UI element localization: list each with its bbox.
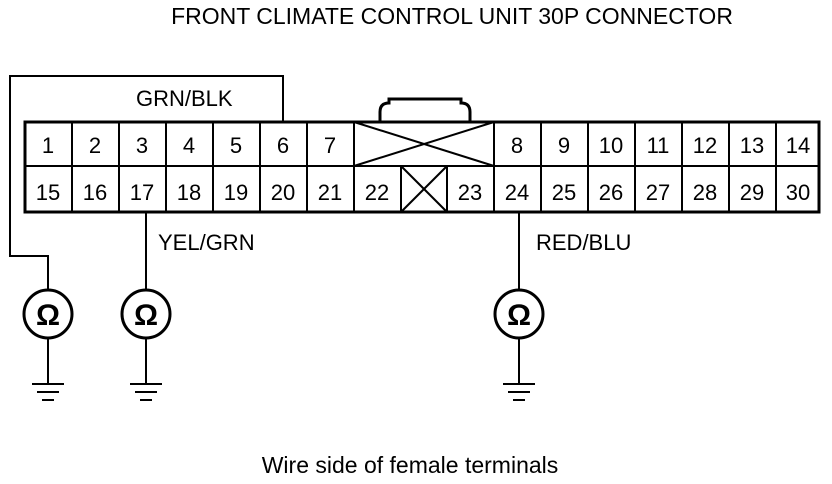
ohm-symbol: Ω (36, 299, 60, 332)
terminal-30: 30 (786, 180, 810, 205)
connector-lock-tab (378, 97, 472, 122)
ground-icon (32, 338, 64, 401)
terminal-9: 9 (558, 133, 570, 158)
terminal-19: 19 (224, 180, 248, 205)
ohm-symbol: Ω (134, 299, 158, 332)
wire-label-grn-blk: GRN/BLK (136, 86, 233, 111)
terminal-21: 21 (318, 180, 342, 205)
wire-label-yel-grn: YEL/GRN (158, 230, 255, 255)
terminal-18: 18 (177, 180, 201, 205)
terminal-10: 10 (599, 133, 623, 158)
ground-icon (503, 338, 535, 401)
terminal-3: 3 (136, 133, 148, 158)
terminal-row-bottom-right: 23 24 25 26 27 28 29 30 (458, 180, 810, 205)
terminal-5: 5 (230, 133, 242, 158)
terminal-7: 7 (324, 133, 336, 158)
terminal-13: 13 (740, 133, 764, 158)
ground-icon (130, 338, 162, 401)
terminal-25: 25 (552, 180, 576, 205)
terminal-23: 23 (458, 180, 482, 205)
terminal-15: 15 (36, 180, 60, 205)
terminal-row-bottom-left: 15 16 17 18 19 20 21 22 (36, 180, 389, 205)
terminal-14: 14 (786, 133, 810, 158)
terminal-27: 27 (646, 180, 670, 205)
terminal-row-top-left: 1 2 3 4 5 6 7 (42, 133, 336, 158)
terminal-28: 28 (693, 180, 717, 205)
terminal-8: 8 (511, 133, 523, 158)
terminal-17: 17 (130, 180, 154, 205)
terminal-22: 22 (365, 180, 389, 205)
terminal-row-top-right: 8 9 10 11 12 13 14 (511, 133, 810, 158)
terminal-12: 12 (693, 133, 717, 158)
wire-label-red-blu: RED/BLU (536, 230, 631, 255)
ohmmeter-icon: Ω (493, 288, 545, 340)
wire-grn-blk (9, 75, 284, 290)
terminal-11: 11 (647, 133, 670, 158)
bottom-row-dividers (71, 166, 777, 212)
terminal-1: 1 (42, 133, 54, 158)
ohm-symbol: Ω (507, 299, 531, 332)
blocked-cavity-bottom (400, 165, 448, 213)
terminal-6: 6 (277, 133, 289, 158)
terminal-4: 4 (183, 133, 195, 158)
terminal-20: 20 (271, 180, 295, 205)
blocked-cavity-top (353, 121, 495, 167)
diagram-caption: Wire side of female terminals (262, 452, 559, 478)
diagram-title: FRONT CLIMATE CONTROL UNIT 30P CONNECTOR (171, 3, 733, 29)
ohmmeter-icon: Ω (120, 288, 172, 340)
terminal-2: 2 (89, 133, 101, 158)
terminal-26: 26 (599, 180, 623, 205)
terminal-29: 29 (740, 180, 764, 205)
top-row-dividers (71, 122, 777, 166)
ohmmeter-icon: Ω (22, 288, 74, 340)
terminal-16: 16 (83, 180, 107, 205)
terminal-24: 24 (505, 180, 529, 205)
